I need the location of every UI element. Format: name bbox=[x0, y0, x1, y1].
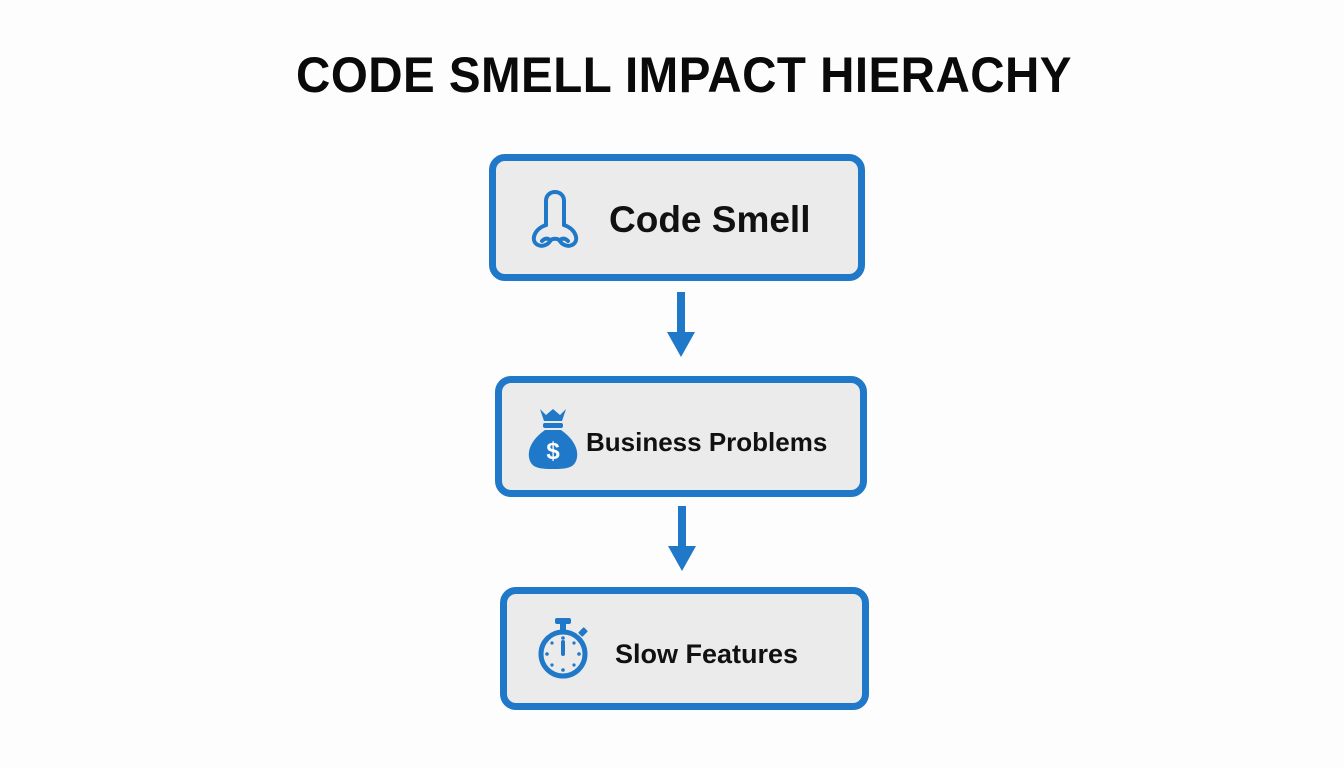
nose-icon bbox=[520, 185, 590, 260]
node-label: Business Problems bbox=[586, 427, 828, 457]
stopwatch-icon bbox=[535, 616, 595, 687]
node-label: Code Smell bbox=[609, 199, 811, 240]
money-bag-icon: $ bbox=[526, 405, 580, 476]
svg-text:$: $ bbox=[546, 438, 560, 465]
node-slow-features: Slow Features bbox=[500, 587, 869, 710]
node-code-smell: Code Smell bbox=[489, 154, 865, 281]
node-label: Slow Features bbox=[615, 639, 799, 669]
diagram-title: CODE SMELL IMPACT HIERACHY bbox=[296, 47, 1072, 103]
down-arrow-icon bbox=[667, 292, 695, 357]
down-arrow-icon bbox=[668, 506, 696, 571]
node-business-problems: $ Business Problems bbox=[495, 376, 867, 497]
